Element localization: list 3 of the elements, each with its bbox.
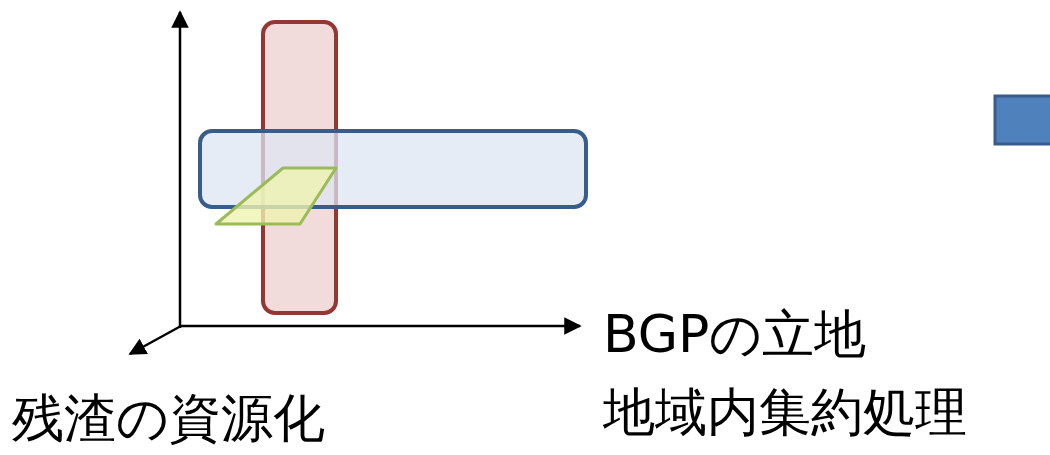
axis-label: 地域内集約処理: [603, 384, 967, 442]
axis-label: 残渣の資源化: [12, 390, 325, 448]
axis-label: BGPの立地: [603, 306, 867, 364]
